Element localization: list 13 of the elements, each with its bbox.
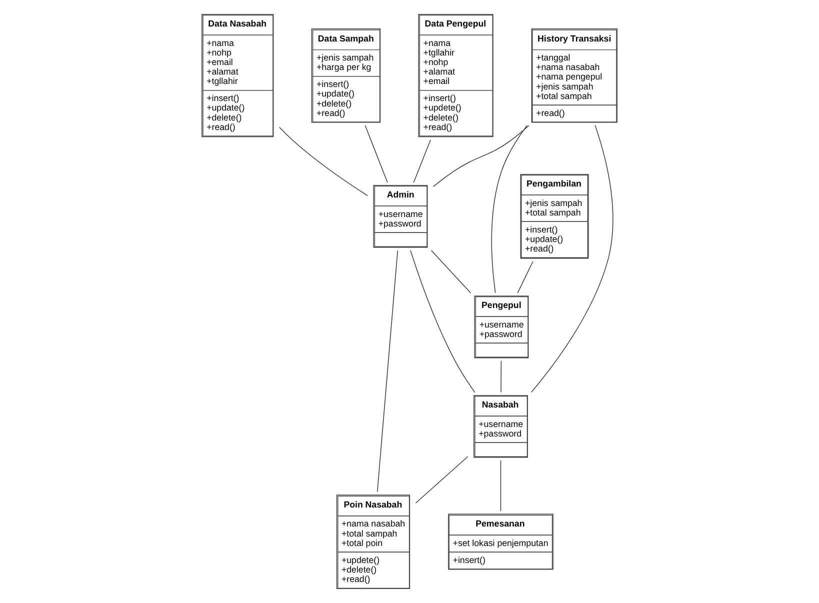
connector <box>413 140 431 183</box>
connector <box>430 250 471 294</box>
connector <box>500 460 502 512</box>
connector <box>415 456 468 504</box>
connector <box>364 125 388 183</box>
connector <box>410 250 476 393</box>
connector <box>517 261 534 294</box>
connector <box>278 126 368 196</box>
connector <box>500 360 502 393</box>
connector <box>530 125 614 393</box>
connector <box>433 125 530 187</box>
connector <box>491 125 528 294</box>
connector <box>376 250 398 492</box>
